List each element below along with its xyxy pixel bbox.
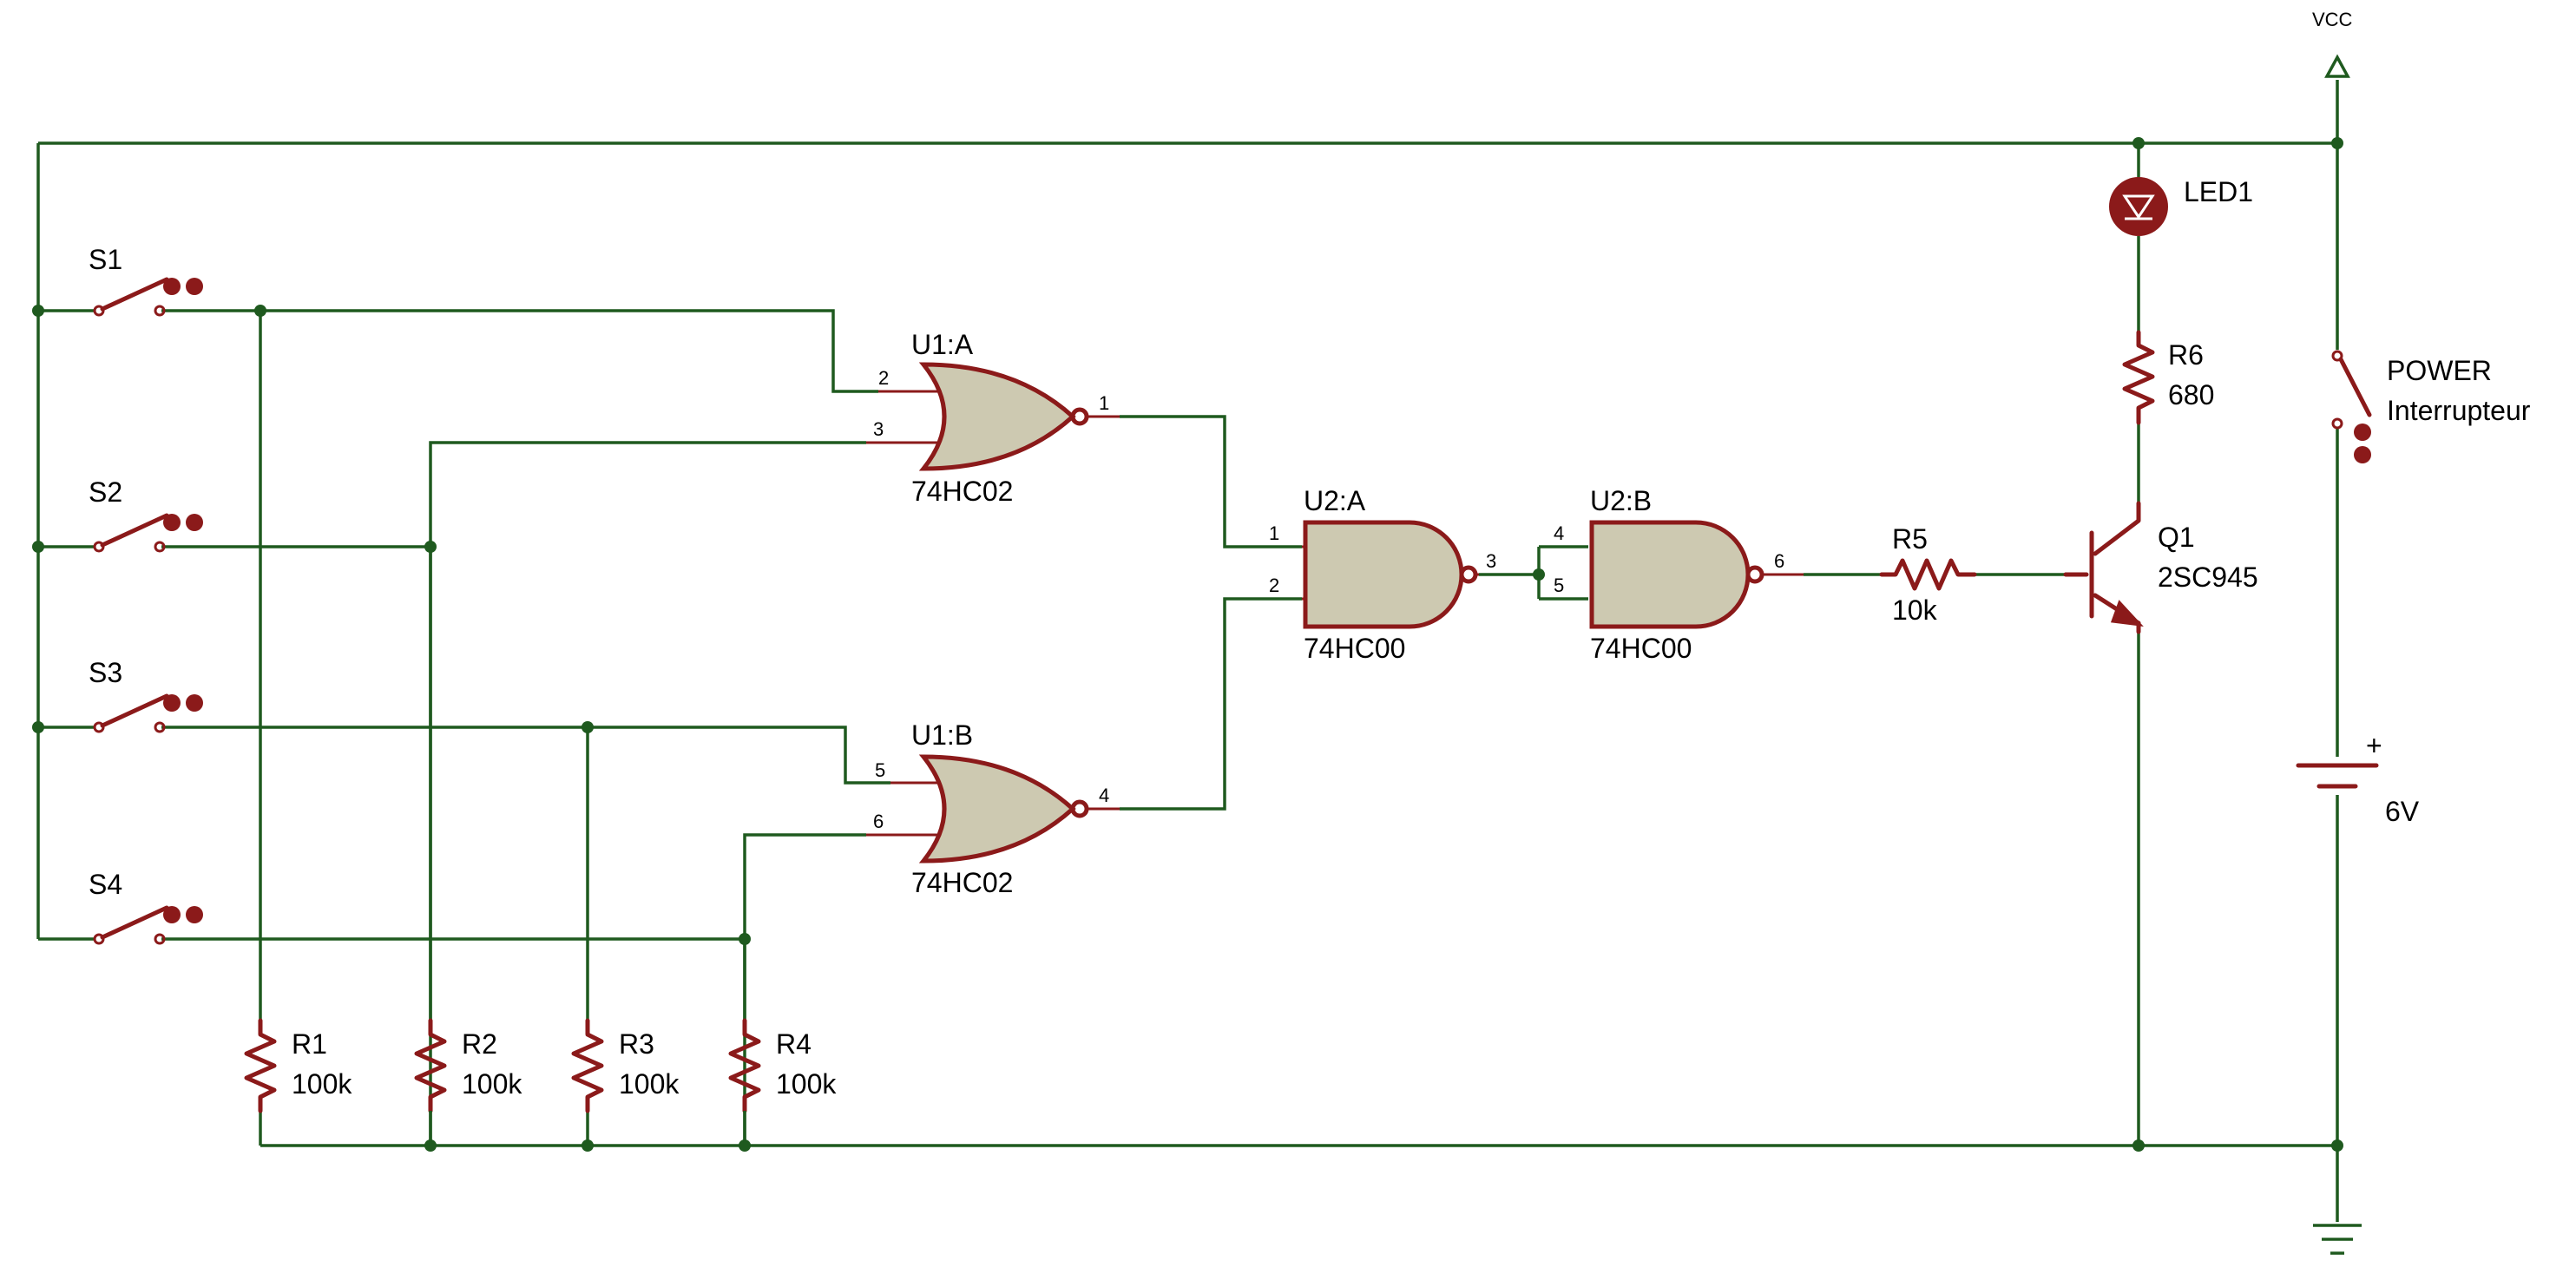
pin-number: 6 (1774, 550, 1784, 572)
pin-number: 1 (1269, 522, 1279, 544)
gate-ref-label: U1:A (911, 329, 974, 360)
transistor-part-label: 2SC945 (2158, 561, 2258, 593)
switch-ref-label: S3 (89, 657, 122, 688)
switch-actuator-icon[interactable] (163, 906, 181, 923)
gate-part-label: 74HC00 (1590, 633, 1692, 664)
resistor-r3: R3 100k (571, 1018, 680, 1113)
resistor-r1: R1 100k (244, 1018, 352, 1113)
resistor-ref-label: R4 (776, 1028, 812, 1060)
switch-actuator-icon[interactable] (2354, 446, 2371, 463)
pin-number: 2 (878, 367, 889, 389)
pin-number: 5 (875, 759, 885, 781)
junction-dot (1533, 568, 1545, 581)
switch-ref-label: S4 (89, 869, 122, 900)
pin-number: 1 (1099, 392, 1109, 414)
junctions (32, 137, 2343, 1152)
pin-number: 2 (1269, 575, 1279, 596)
ground-symbol (2313, 1224, 2362, 1255)
resistor-r5: R5 10k (1879, 523, 1977, 626)
junction-dot (254, 305, 266, 317)
gate-ref-label: U2:A (1304, 485, 1366, 516)
led-icon (2109, 177, 2168, 236)
resistor-value-label: 680 (2168, 379, 2214, 410)
gate-part-label: 74HC00 (1304, 633, 1405, 664)
power-switch[interactable]: POWER Interrupteur (2331, 350, 2531, 463)
junction-dot (424, 541, 437, 553)
gate-part-label: 74HC02 (911, 476, 1013, 507)
resistor-r4: R4 100k (728, 1018, 837, 1113)
gate-u1b-nor: 5 6 4 U1:B 74HC02 (866, 719, 1120, 898)
resistor-ref-label: R5 (1892, 523, 1928, 555)
switch-s1[interactable]: S1 (89, 244, 203, 317)
switch-s2[interactable]: S2 (89, 476, 203, 553)
gate-u2a-nand: 1 2 3 U2:A 74HC00 (1269, 485, 1496, 664)
resistor-ref-label: R3 (619, 1028, 654, 1060)
switch-actuator-icon[interactable] (163, 514, 181, 531)
switch-ref-label: S2 (89, 476, 122, 508)
resistor-r6: R6 680 (2122, 330, 2214, 425)
junction-dot (582, 721, 594, 733)
s1-out-wire (161, 309, 878, 393)
pin-number: 3 (873, 418, 884, 440)
pin-number: 5 (1554, 575, 1564, 596)
resistor-r2: R2 100k (414, 1018, 522, 1113)
switch-ref-label: S1 (89, 244, 122, 275)
resistor-ref-label: R2 (462, 1028, 497, 1060)
pin-number: 6 (873, 811, 884, 832)
switch-s3[interactable]: S3 (89, 657, 203, 733)
gate-ref-label: U2:B (1590, 485, 1652, 516)
pin-number: 3 (1486, 550, 1496, 572)
gate-u1a-nor: 2 3 1 U1:A 74HC02 (866, 329, 1120, 507)
resistor-value-label: 100k (462, 1068, 522, 1100)
transistor-ref-label: Q1 (2158, 522, 2195, 553)
gate-u2b-nand: 4 5 6 U2:B 74HC00 (1554, 485, 1804, 664)
resistor-value-label: 100k (776, 1068, 837, 1100)
s3-out-wire (161, 726, 890, 785)
switch-actuator-icon[interactable] (186, 694, 203, 712)
junction-dot (32, 541, 44, 553)
resistor-ref-label: R1 (292, 1028, 327, 1060)
junction-dot (32, 721, 44, 733)
power-switch-ref-label: POWER (2387, 355, 2492, 386)
pin-number: 4 (1099, 785, 1109, 806)
vcc-terminal: VCC (2312, 9, 2353, 78)
led1: LED1 (2109, 176, 2253, 236)
junction-dot (582, 1139, 594, 1152)
transistor-q1: Q1 2SC945 (2063, 501, 2258, 634)
switch-actuator-icon[interactable] (186, 906, 203, 923)
pin-number: 4 (1554, 522, 1564, 544)
u1b-out-wire (1120, 597, 1302, 811)
switch-actuator-icon[interactable] (2354, 424, 2371, 441)
u1b-in6-wire (743, 833, 866, 1146)
junction-dot (2331, 137, 2343, 149)
resistor-value-label: 10k (1892, 594, 1938, 626)
battery-value-label: 6V (2385, 796, 2420, 827)
switch-actuator-icon[interactable] (163, 694, 181, 712)
resistor-ref-label: R6 (2168, 339, 2204, 371)
switch-actuator-icon[interactable] (186, 514, 203, 531)
junction-dot (2132, 1139, 2145, 1152)
junction-dot (2331, 1139, 2343, 1152)
power-switch-name-label: Interrupteur (2387, 395, 2531, 426)
wires (36, 80, 2339, 1222)
vcc-arrow-icon (2324, 54, 2350, 78)
u1a-out-wire (1120, 415, 1302, 548)
vcc-label: VCC (2312, 9, 2353, 30)
resistor-value-label: 100k (292, 1068, 352, 1100)
battery-polarity-label: + (2366, 730, 2382, 761)
switch-s4[interactable]: S4 (89, 869, 203, 945)
switch-actuator-icon[interactable] (186, 278, 203, 295)
resistor-value-label: 100k (619, 1068, 680, 1100)
battery: + 6V (2296, 730, 2420, 827)
switch-actuator-icon[interactable] (163, 278, 181, 295)
led-ref-label: LED1 (2184, 176, 2253, 207)
gate-part-label: 74HC02 (911, 867, 1013, 898)
junction-dot (739, 933, 751, 945)
junction-dot (32, 305, 44, 317)
gate-ref-label: U1:B (911, 719, 973, 751)
junction-dot (2132, 137, 2145, 149)
